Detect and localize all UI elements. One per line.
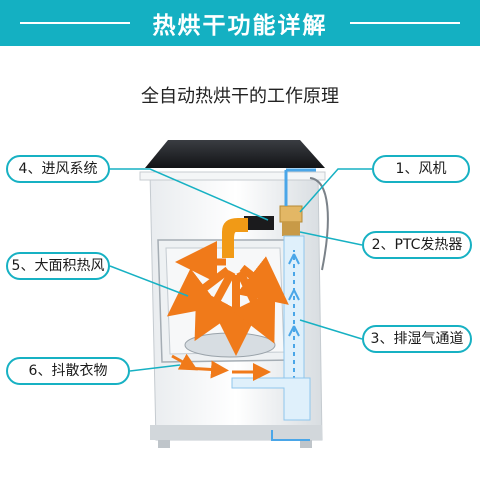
label-ptc-heater-text: 2、PTC发热器 [371, 237, 463, 253]
label-air-inlet: 4、进风系统 [6, 155, 110, 183]
label-large-area-drying: 5、大面积热风 [6, 252, 110, 280]
label-air-inlet-text: 4、进风系统 [18, 161, 98, 177]
leader-lines [109, 168, 372, 372]
diagram-subtitle: 全自动热烘干的工作原理 [141, 86, 339, 107]
hot-air-arrows [166, 241, 289, 381]
dehumid-duct [231, 168, 316, 441]
drain-hose [309, 177, 329, 271]
label-dehumid-channel-text: 3、排湿气通道 [370, 331, 464, 347]
inner-tub [157, 239, 293, 363]
label-shake-clothes-text: 6、抖散衣物 [28, 363, 108, 379]
label-large-area-drying-text: 5、大面积热风 [11, 258, 105, 274]
label-dehumid-channel: 3、排湿气通道 [362, 325, 472, 353]
label-fan: 1、风机 [372, 155, 470, 183]
header-title-wrap: 热烘干功能详解 [0, 0, 480, 46]
header-divider-right [350, 22, 460, 24]
machine-lid [139, 140, 326, 181]
label-ptc-heater: 2、PTC发热器 [362, 231, 472, 259]
label-fan-text: 1、风机 [395, 161, 447, 177]
header-divider-left [20, 22, 130, 24]
label-shake-clothes: 6、抖散衣物 [6, 357, 130, 385]
page-title: 热烘干功能详解 [152, 13, 328, 39]
